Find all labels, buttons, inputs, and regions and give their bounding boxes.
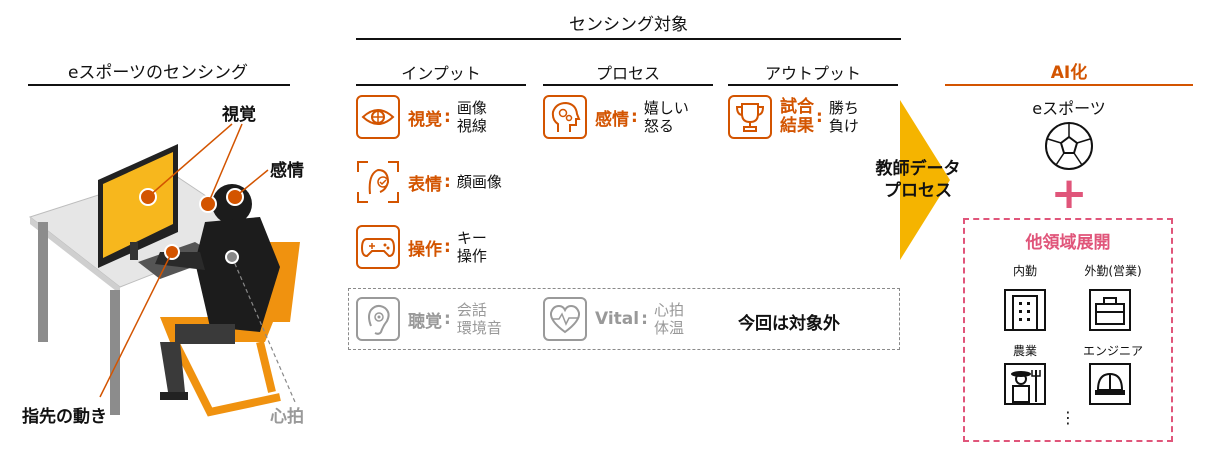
gamepad-icon (356, 225, 400, 269)
item-vision: 視覚 : 画像 視線 (356, 95, 487, 139)
item-emotion-label: 感情 (595, 105, 629, 130)
gamer-illustration (10, 92, 330, 432)
domain-label-agriculture: 農業 (995, 342, 1055, 359)
ear-icon (356, 297, 400, 341)
face-scan-icon (356, 160, 400, 204)
item-operation-label: 操作 (408, 235, 442, 260)
item-emotion-value: 嬉しい 怒る (644, 99, 689, 135)
item-match: 試合 結果 : 勝ち 負け (728, 95, 859, 139)
column-process: プロセス (543, 60, 713, 84)
column-output: アウトプット (728, 60, 898, 84)
item-operation: 操作 : キー 操作 (356, 225, 487, 269)
heart-pulse-icon (543, 297, 587, 341)
item-hearing-colon: : (444, 309, 451, 329)
callout-vision: 視覚 (222, 100, 256, 125)
ai-title-rule (945, 84, 1193, 86)
domain-label-office: 内勤 (995, 262, 1055, 279)
ai-title: AI化 (945, 58, 1193, 83)
farmer-icon (1003, 362, 1047, 406)
item-emotion: 感情 : 嬉しい 怒る (543, 95, 689, 139)
item-vital-colon: : (641, 309, 648, 329)
sensing-title: センシング対象 (356, 10, 901, 35)
column-output-rule (728, 84, 898, 86)
item-hearing: 聴覚 : 会話 環境音 (356, 297, 502, 341)
callout-fingertip: 指先の動き (22, 402, 107, 427)
callout-heartbeat: 心拍 (270, 402, 304, 427)
more-domains-ellipsis: ⋮ (1058, 408, 1078, 427)
other-domains-title: 他領域展開 (963, 228, 1173, 253)
item-match-value: 勝ち 負け (829, 99, 859, 135)
left-title-rule (28, 84, 290, 86)
plus-sign: + (1044, 172, 1094, 216)
column-process-rule (543, 84, 713, 86)
item-expression: 表情 : 顔画像 (356, 160, 502, 204)
item-emotion-colon: : (631, 107, 638, 127)
item-vital-value: 心拍 体温 (654, 301, 684, 337)
item-vision-value: 画像 視線 (457, 99, 487, 135)
office-building-icon (1003, 288, 1047, 332)
item-operation-value: キー 操作 (457, 229, 487, 265)
trophy-icon (728, 95, 772, 139)
item-expression-label: 表情 (408, 170, 442, 195)
item-expression-value: 顔画像 (457, 173, 502, 191)
item-vision-colon: : (444, 107, 451, 127)
item-hearing-value: 会話 環境音 (457, 301, 502, 337)
item-match-colon: : (816, 107, 823, 127)
item-operation-colon: : (444, 237, 451, 257)
hard-hat-icon (1088, 362, 1132, 406)
soccer-ball-icon (1043, 120, 1095, 172)
item-vision-label: 視覚 (408, 105, 442, 130)
item-match-label: 試合 結果 (780, 98, 814, 136)
item-hearing-label: 聴覚 (408, 307, 442, 332)
eye-icon (356, 95, 400, 139)
arrow-label: 教師データ プロセス (858, 158, 978, 202)
excluded-note: 今回は対象外 (738, 309, 840, 334)
domain-label-sales: 外勤(営業) (1068, 262, 1158, 279)
item-vital-label: Vital (595, 309, 639, 329)
column-input-rule (356, 84, 526, 86)
domain-label-engineer: エンジニア (1068, 342, 1158, 359)
item-vital: Vital : 心拍 体温 (543, 297, 684, 341)
briefcase-icon (1088, 288, 1132, 332)
item-expression-colon: : (444, 172, 451, 192)
sensing-title-rule (356, 38, 901, 40)
head-gears-icon (543, 95, 587, 139)
left-title: eスポーツのセンシング (28, 58, 288, 83)
column-input: インプット (356, 60, 526, 84)
callout-emotion: 感情 (270, 156, 304, 181)
esports-label: eスポーツ (945, 95, 1193, 119)
